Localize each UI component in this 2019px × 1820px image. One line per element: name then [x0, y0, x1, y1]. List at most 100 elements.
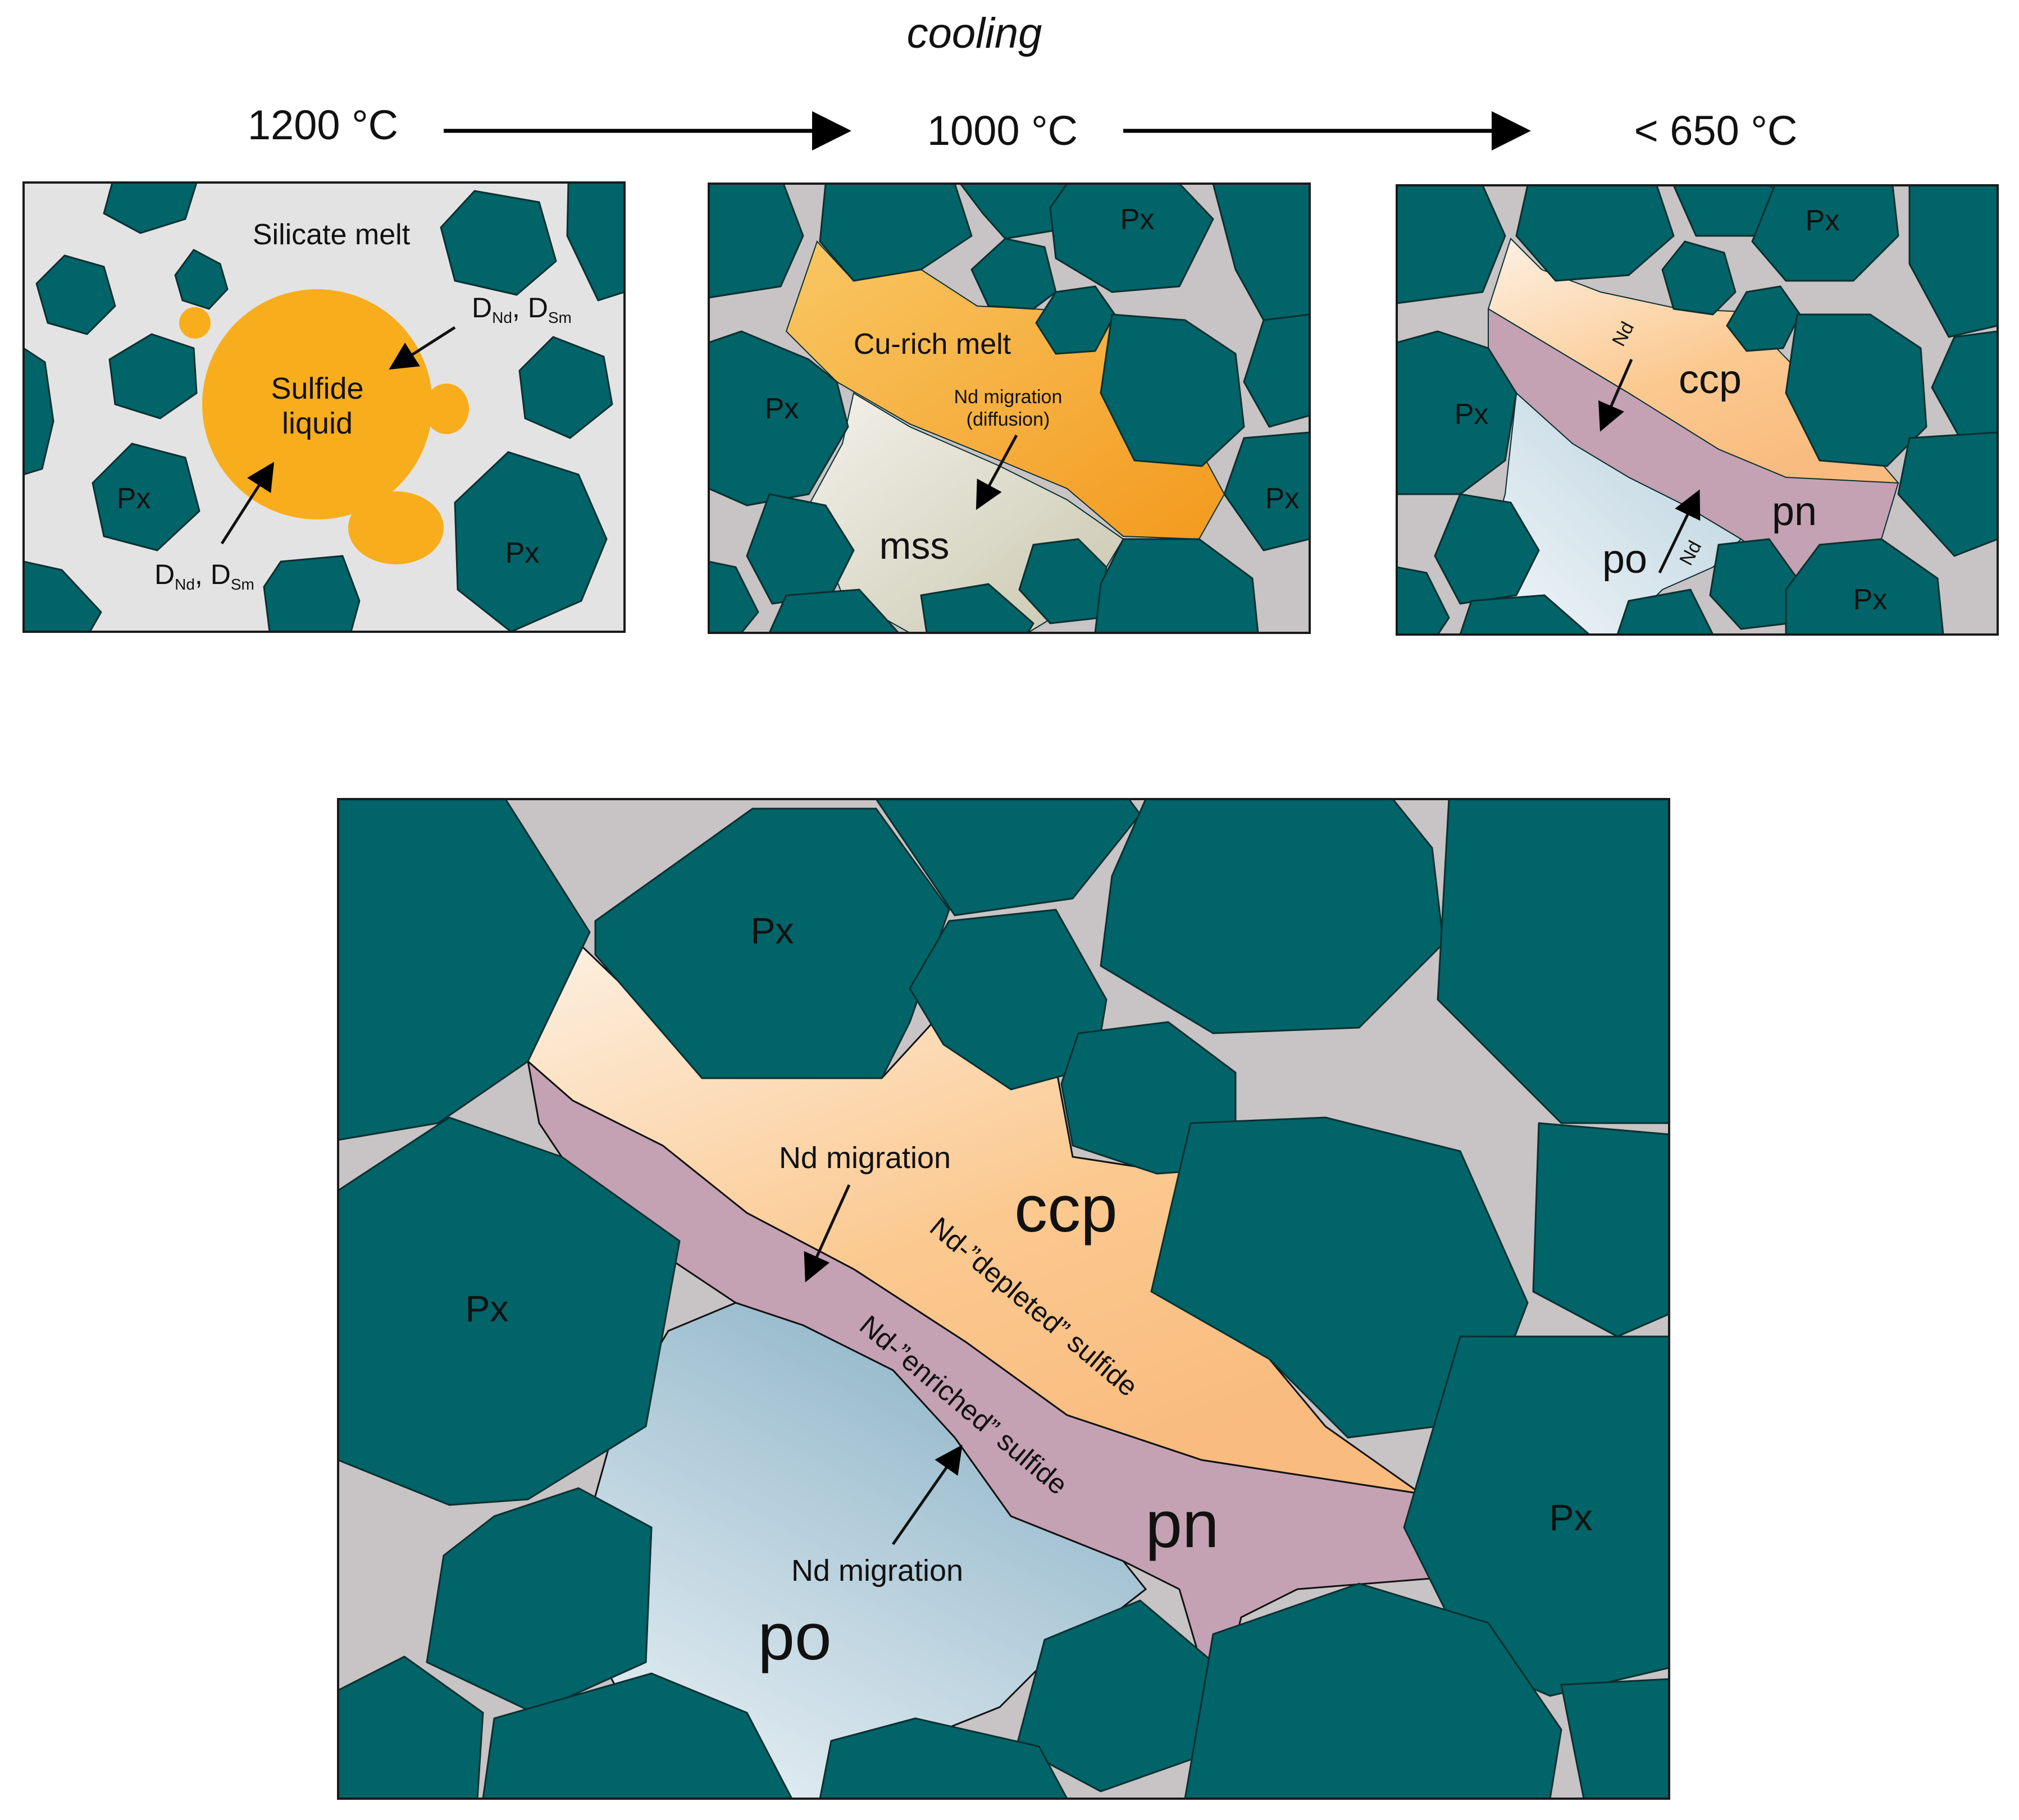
pyroxene-crystal [35, 254, 116, 335]
pyroxene-crystal [1459, 594, 1590, 635]
pyroxene-crystal [426, 1487, 653, 1714]
pyroxene-crystal [1434, 493, 1540, 605]
panel-frame [1396, 184, 1999, 636]
pyroxene-crystal [1223, 431, 1310, 551]
partition-arrow-up [220, 462, 275, 545]
pyroxene-crystal [1726, 285, 1801, 352]
header: cooling 1200 °C 1000 °C < 650 °C [248, 10, 1798, 154]
panel-frame [708, 183, 1311, 634]
pyroxene-crystal [440, 190, 557, 296]
pyroxene-crystal [1785, 313, 1927, 467]
pyroxene-label: Px [1265, 482, 1300, 515]
stage-temp-650: < 650 °C [1634, 107, 1798, 154]
cu-rich-melt-label: Cu-rich melt [854, 328, 1011, 361]
sulfide-liquid-droplet [348, 491, 444, 564]
pyroxene-crystal [1397, 330, 1517, 495]
pyroxene-crystal [1515, 185, 1675, 282]
pn-label: pn [1145, 1488, 1219, 1562]
pyroxene-label: Px [465, 1288, 508, 1329]
pyroxene-crystal [103, 183, 198, 234]
pyroxene-crystal [1560, 1678, 1669, 1799]
panel-frame [22, 181, 626, 633]
pyroxene-crystal [920, 583, 1034, 633]
silicate-melt-label: Silicate melt [253, 218, 411, 251]
pyroxene-crystal [338, 1116, 681, 1506]
pyroxene-label: Px [765, 393, 799, 425]
pyroxene-crystal [92, 443, 200, 551]
pyroxene-label: Px [1806, 204, 1840, 237]
pyroxene-crystal [454, 451, 608, 632]
ccp-label: ccp [1679, 357, 1742, 402]
pyroxene-crystal [1532, 1122, 1669, 1338]
pyroxene-crystal [482, 1672, 793, 1799]
cu-rich-melt-region [785, 240, 1225, 540]
pyroxene-crystal [1397, 185, 1506, 304]
nd-migration-arrow [976, 434, 1018, 510]
pyroxene-crystal [1035, 285, 1116, 355]
nd-migration-arrow-up [891, 1444, 963, 1545]
panel-enlarged: Px Px Px ccp pn po Nd migration Nd migra… [337, 798, 1670, 1800]
pyroxene-crystal [1751, 185, 1899, 282]
ccp-label: ccp [1014, 1172, 1118, 1246]
pyroxene-label: Px [1455, 398, 1489, 431]
sulfide-liquid-label-line1: Sulfide [271, 372, 363, 405]
po-label: po [1602, 537, 1647, 582]
po-label: po [758, 1600, 831, 1674]
pyroxene-label: Px [1120, 203, 1155, 236]
pyroxene-crystal [24, 560, 102, 632]
pyroxene-crystal [1616, 589, 1714, 635]
pyroxene-crystal [1184, 1582, 1562, 1799]
pyroxene-crystal [1897, 431, 1998, 557]
pyroxene-crystal [263, 555, 361, 632]
pyroxene-crystal [1785, 538, 1944, 635]
panel-650c: Px Px Px ccp pn po Nd Nd [1396, 184, 1999, 636]
pyroxene-crystal [338, 1655, 484, 1799]
pyroxene-crystal [24, 347, 54, 476]
pyroxene-label: Px [750, 910, 794, 951]
pyroxene-crystal [1100, 799, 1444, 1034]
pyroxene-crystal [1049, 184, 1214, 293]
nd-migration-label-bottom: Nd migration [791, 1554, 963, 1588]
mss-label: mss [879, 524, 950, 567]
pyroxene-crystal [1397, 566, 1450, 635]
pyroxene-crystal [709, 560, 759, 633]
pyroxene-crystal [1908, 185, 1998, 338]
pyroxene-crystal [1243, 313, 1310, 428]
pyroxene-crystal [108, 333, 198, 419]
pyroxene-crystal [819, 184, 973, 282]
pyroxene-label: Px [117, 482, 151, 515]
svg-text:DNd, DSm: DNd, DSm [154, 559, 254, 593]
pyroxene-crystal [959, 184, 1068, 240]
pyroxene-crystal [1437, 799, 1669, 1124]
pyroxene-crystal [566, 183, 625, 302]
partition-arrow-in [389, 326, 456, 370]
sulfide-liquid-label-line2: liquid [282, 407, 353, 440]
pyroxene-label: Px [505, 537, 540, 569]
pyroxene-crystal [709, 184, 804, 299]
pyroxene-crystal [338, 799, 591, 1141]
pyroxene-crystal [709, 330, 849, 507]
pyroxene-crystal [518, 336, 613, 439]
nd-migration-label-top: Nd migration [779, 1141, 951, 1175]
cooling-label: cooling [907, 10, 1042, 57]
pyroxene-crystal [909, 909, 1108, 1091]
panel-1200c: Silicate melt Sulfide liquid Px Px DNd, … [22, 181, 626, 633]
pyroxene-crystal [875, 799, 1141, 916]
pyroxene-label: Px [1853, 583, 1888, 616]
stage-temp-1000: 1000 °C [927, 107, 1078, 154]
pyroxene-label: Px [1549, 1497, 1592, 1538]
pyroxene-crystal [970, 238, 1057, 310]
nd-migration-label: Nd migration [954, 386, 1063, 408]
diffusion-label: (diffusion) [967, 409, 1050, 430]
pyroxene-crystal [1094, 538, 1259, 633]
pyroxene-crystal [1661, 240, 1737, 316]
panel-frame [337, 798, 1670, 1800]
panel-1000c: Cu-rich melt Nd migration (diffusion) ms… [708, 183, 1311, 634]
nd-migration-arrow-down [804, 1184, 851, 1283]
pyroxene-crystal [1100, 313, 1245, 467]
pyroxene-crystal [594, 808, 950, 1079]
sulfide-liquid-droplet [424, 384, 469, 434]
partition-coefficients-top: DNd, DSm [472, 292, 572, 326]
nd-migration-arrow-up [1658, 489, 1701, 574]
